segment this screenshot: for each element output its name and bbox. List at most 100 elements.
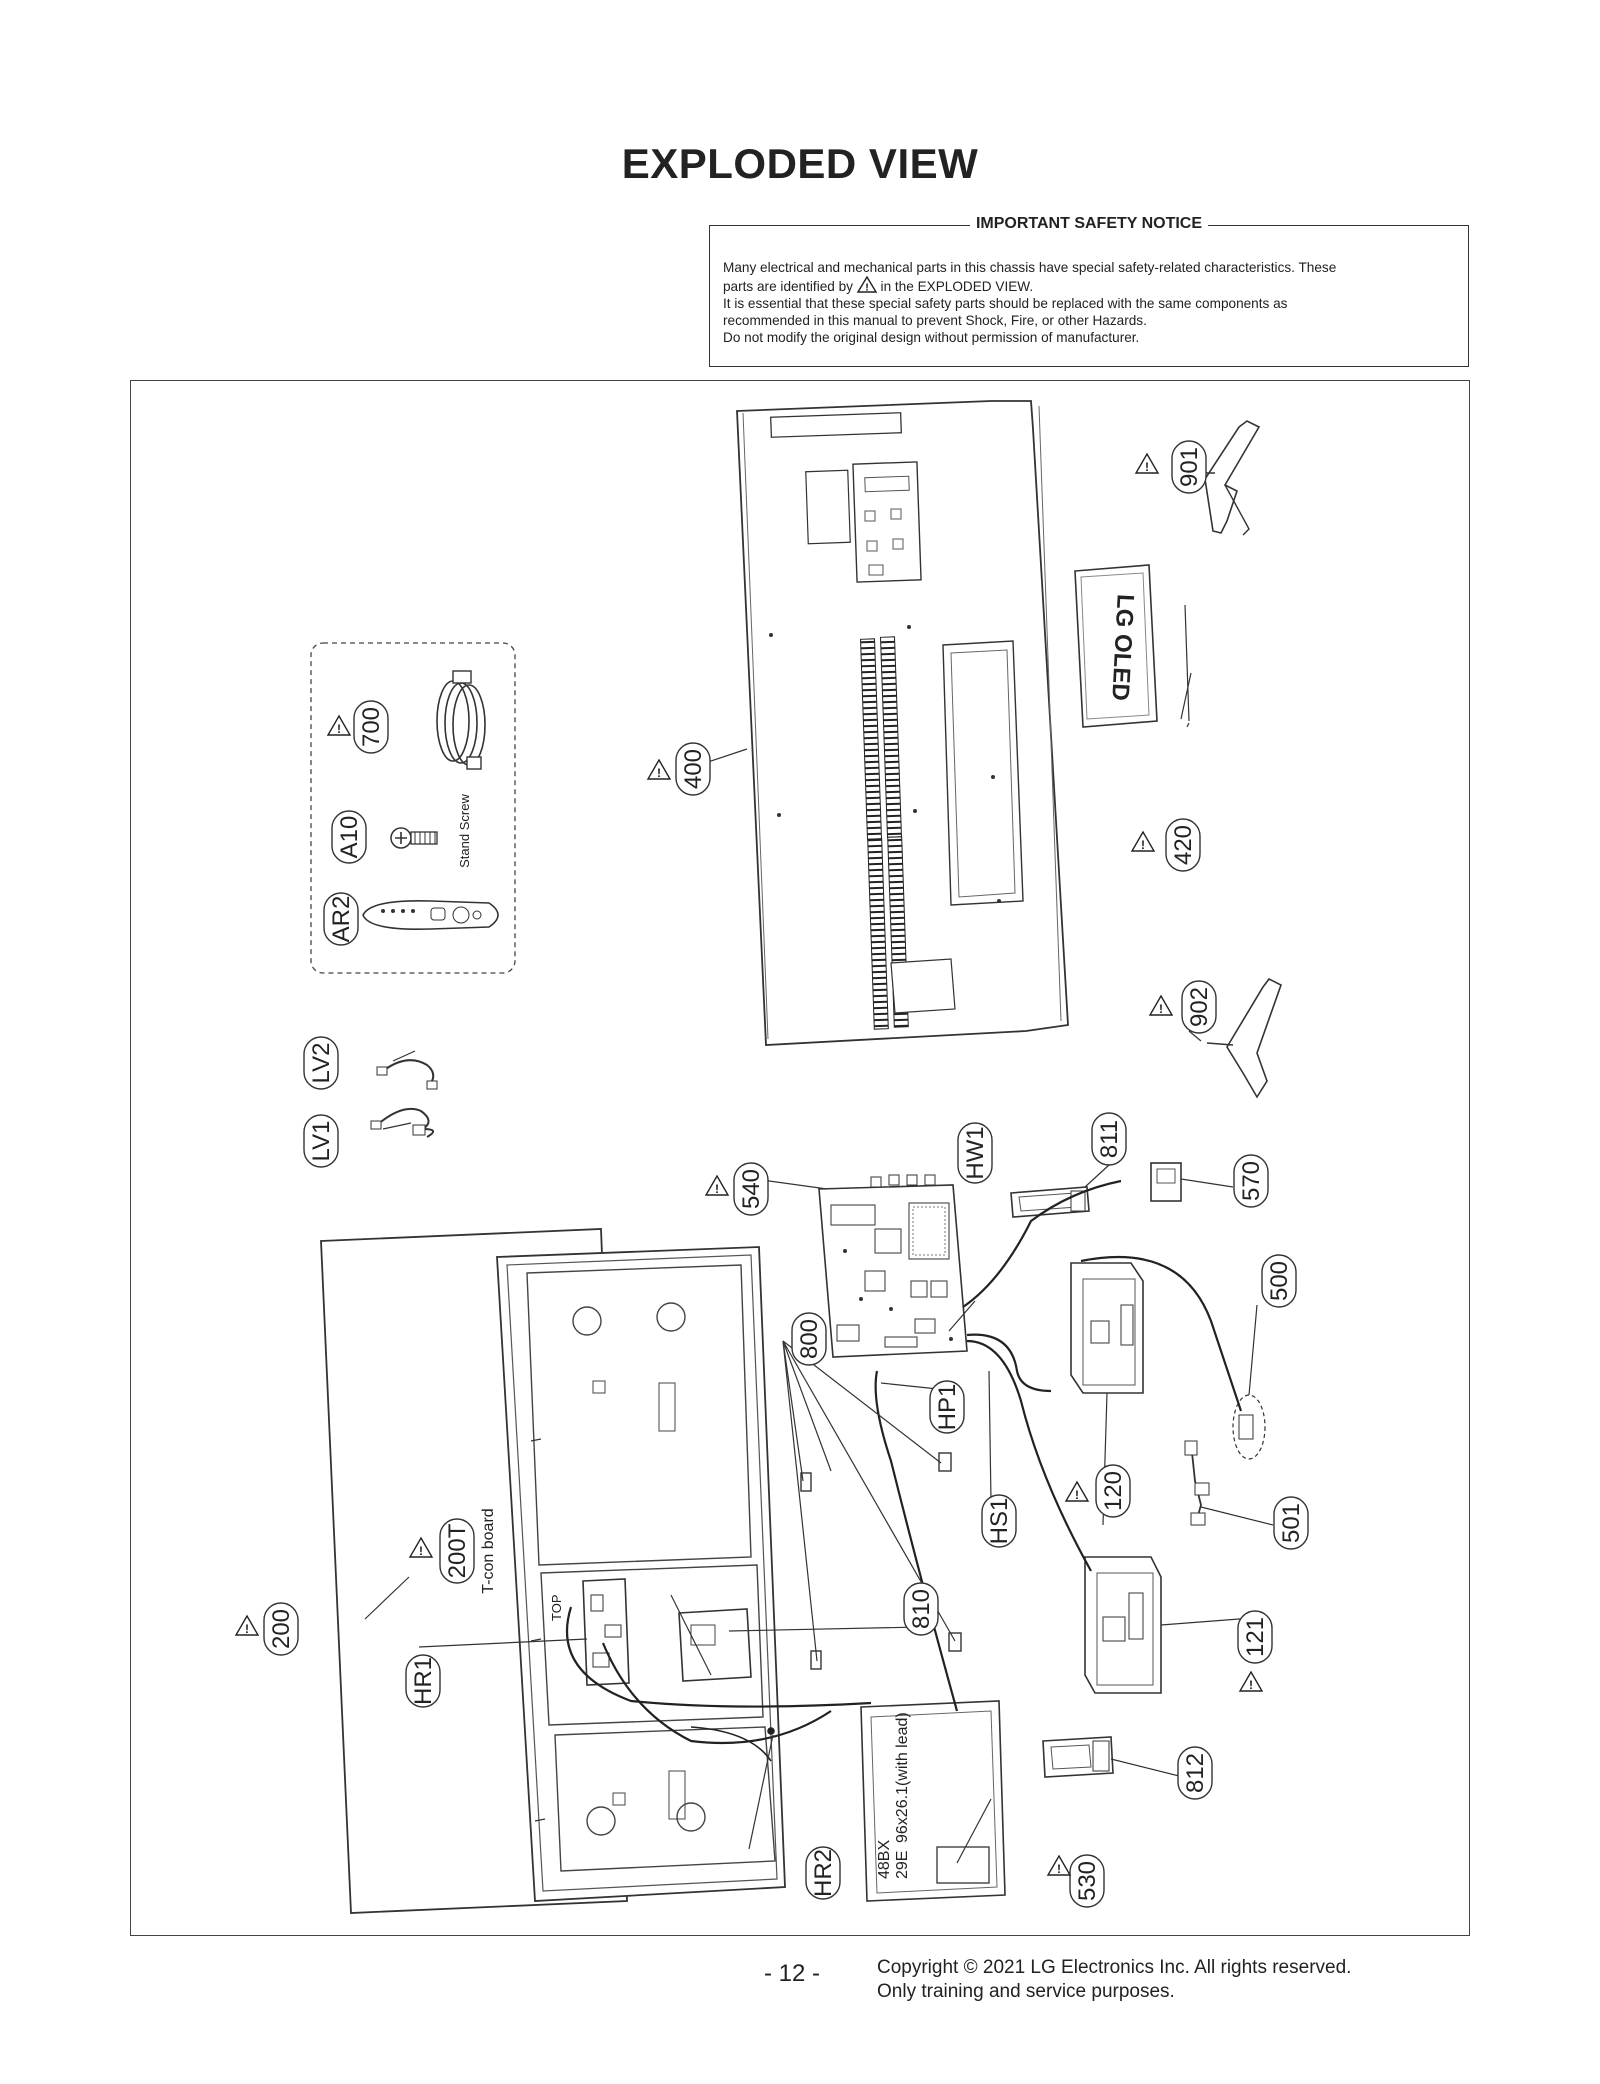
svg-text:HR1: HR1 xyxy=(410,1657,437,1705)
safety-notice-line-1: Many electrical and mechanical parts in … xyxy=(723,260,1337,275)
warning-icon-121 xyxy=(1239,1671,1263,1693)
svg-text:530: 530 xyxy=(1074,1861,1101,1901)
svg-text:400: 400 xyxy=(680,749,707,789)
copyright-line-1: Copyright © 2021 LG Electronics Inc. All… xyxy=(877,1957,1352,1978)
callout-540: 540 xyxy=(733,1162,769,1216)
power-module-121 xyxy=(1084,1556,1162,1694)
tcon-board-200t xyxy=(582,1578,630,1686)
cable-hw1 xyxy=(962,1179,1243,1412)
warning-icon-540 xyxy=(705,1175,729,1197)
safety-notice-line-5: Do not modify the original design withou… xyxy=(723,330,1140,345)
callout-570: 570 xyxy=(1233,1154,1269,1208)
svg-text:812: 812 xyxy=(1182,1753,1209,1793)
warning-icon-420 xyxy=(1131,831,1155,853)
warning-icon-700 xyxy=(327,715,351,737)
svg-text:810: 810 xyxy=(908,1589,935,1629)
safety-notice-line-2: parts are identified by ! in the EXPLODE… xyxy=(723,276,1455,295)
callout-hs1: HS1 xyxy=(981,1494,1017,1548)
callout-ar2: AR2 xyxy=(323,892,359,946)
callout-200t: 200T xyxy=(439,1518,475,1584)
exploded-view-svg: ! LG xyxy=(235,400,1309,1914)
svg-text:200T: 200T xyxy=(444,1523,471,1578)
source-board-810 xyxy=(678,1608,752,1682)
callout-812: 812 xyxy=(1177,1746,1213,1800)
copyright-line-2: Only training and service purposes. xyxy=(877,1981,1175,2002)
safety-notice-line-3: It is essential that these special safet… xyxy=(723,296,1288,311)
svg-text:120: 120 xyxy=(1100,1471,1127,1511)
svg-text:LV2: LV2 xyxy=(308,1043,335,1084)
lg-oled-logo: LG OLED xyxy=(1106,593,1139,701)
warning-icon-530 xyxy=(1047,1855,1071,1877)
main-board-540 xyxy=(818,1174,968,1358)
power-module-120 xyxy=(1070,1262,1144,1394)
svg-text:700: 700 xyxy=(358,707,385,747)
callout-800: 800 xyxy=(791,1312,827,1366)
callout-lv2: LV2 xyxy=(303,1036,339,1090)
lvds-cable-lv1 xyxy=(370,1107,434,1138)
callout-902: 902 xyxy=(1181,980,1217,1034)
psu-label-3: 96x26.1(with lead) xyxy=(894,1712,911,1843)
callout-901: 901 xyxy=(1171,440,1207,494)
svg-text:501: 501 xyxy=(1278,1503,1305,1543)
svg-text:500: 500 xyxy=(1266,1261,1293,1301)
callout-hr2: HR2 xyxy=(805,1846,841,1900)
warning-icon-120 xyxy=(1065,1481,1089,1503)
callout-200: 200 xyxy=(263,1602,299,1656)
callout-400: 400 xyxy=(675,742,711,796)
stand-902 xyxy=(1206,977,1282,1099)
callout-hr1: HR1 xyxy=(405,1654,441,1708)
exploded-view-diagram: ! LG xyxy=(130,380,1470,1936)
svg-text:901: 901 xyxy=(1176,447,1203,487)
warning-triangle-icon: ! xyxy=(856,276,877,293)
svg-text:420: 420 xyxy=(1170,825,1197,865)
warning-icon-901 xyxy=(1135,453,1159,475)
svg-text:HW1: HW1 xyxy=(962,1126,989,1179)
safety-notice-body: Many electrical and mechanical parts in … xyxy=(723,259,1455,346)
stand-screw-label: Stand Screw xyxy=(457,794,472,868)
safety-notice-box: IMPORTANT SAFETY NOTICE Many electrical … xyxy=(709,215,1469,367)
callout-121: 121 xyxy=(1237,1610,1273,1664)
svg-text:121: 121 xyxy=(1242,1617,1269,1657)
callout-810: 810 xyxy=(903,1582,939,1636)
remote-control-ar2 xyxy=(362,899,499,931)
speaker-812 xyxy=(1042,1736,1114,1778)
safety-notice-line-4: recommended in this manual to prevent Sh… xyxy=(723,313,1147,328)
warning-icon-200 xyxy=(235,1615,259,1637)
callout-500: 500 xyxy=(1261,1254,1297,1308)
panel-frame: TOP xyxy=(496,1246,786,1902)
callout-501: 501 xyxy=(1273,1496,1309,1550)
svg-text:540: 540 xyxy=(738,1169,765,1209)
cable-501 xyxy=(1184,1440,1210,1526)
bracket-800 xyxy=(800,1452,962,1670)
svg-text:A10: A10 xyxy=(336,816,363,859)
svg-text:LV1: LV1 xyxy=(308,1121,335,1162)
tcon-board-label: T-con board xyxy=(480,1508,497,1593)
callout-lv1: LV1 xyxy=(303,1114,339,1168)
callout-a10: A10 xyxy=(331,810,367,864)
page-number: - 12 - xyxy=(764,1960,821,1987)
callout-811: 811 xyxy=(1091,1112,1127,1166)
module-570 xyxy=(1150,1162,1182,1202)
page-title: EXPLODED VIEW xyxy=(621,140,979,187)
svg-text:AR2: AR2 xyxy=(328,896,355,943)
back-cover-400 xyxy=(736,400,1069,1046)
svg-text:811: 811 xyxy=(1096,1120,1123,1158)
stand-screw-a10 xyxy=(390,827,438,849)
cable-hs1 xyxy=(966,1333,1092,1572)
callout-hp1: HP1 xyxy=(929,1380,965,1434)
callout-120: 120 xyxy=(1095,1464,1131,1518)
svg-text:HS1: HS1 xyxy=(986,1498,1013,1545)
svg-text:902: 902 xyxy=(1186,987,1213,1027)
frame-top-label: TOP xyxy=(549,1595,564,1622)
callout-420: 420 xyxy=(1165,818,1201,872)
warning-icon-400 xyxy=(647,759,671,781)
accessory-box: Stand Screw xyxy=(310,642,516,974)
safety-notice-title: IMPORTANT SAFETY NOTICE xyxy=(710,215,1468,233)
svg-text:570: 570 xyxy=(1238,1161,1265,1201)
speaker-811 xyxy=(1010,1186,1090,1218)
power-cord-700 xyxy=(436,670,486,770)
psu-label-2: 29E xyxy=(894,1851,911,1879)
psu-label-1: 48BX xyxy=(876,1840,893,1879)
svg-text:800: 800 xyxy=(796,1319,823,1359)
callout-hw1: HW1 xyxy=(957,1122,993,1184)
